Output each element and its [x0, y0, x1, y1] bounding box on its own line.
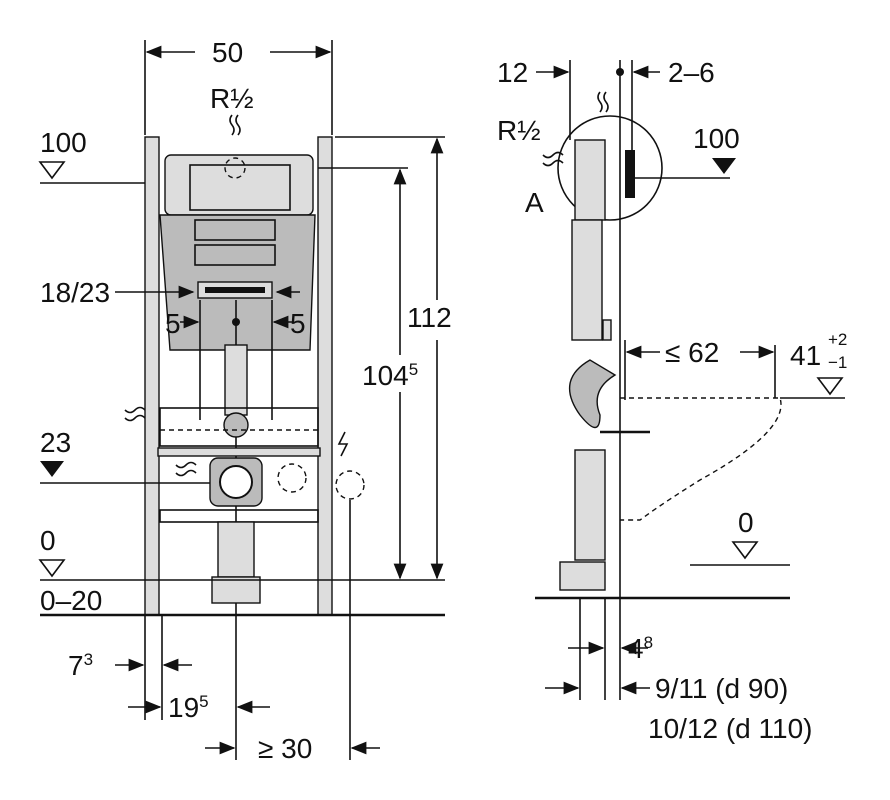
pipe-offset-label: 48	[628, 633, 653, 664]
water-supply-icon	[175, 461, 197, 477]
level-marker	[712, 158, 736, 174]
side-view: 12 2–6 R½ A 100 ≤ 62 41 +2 −1 0	[497, 57, 847, 744]
bowl-tol-minus: −1	[828, 353, 847, 372]
bowl-tol-plus: +2	[828, 330, 847, 349]
frame-post-right	[317, 136, 333, 616]
electrical-icon	[337, 431, 349, 457]
thread-label: R½	[210, 83, 254, 114]
detail-a-circle	[557, 115, 663, 221]
width-label: 50	[212, 37, 243, 68]
water-supply-icon	[229, 114, 241, 136]
wall-gap-label: 2–6	[668, 57, 715, 88]
level-marker	[731, 541, 759, 560]
bowl-depth-label: ≤ 62	[665, 337, 719, 368]
side-level-top-label: 100	[693, 123, 740, 154]
min-distance-label: ≥ 30	[258, 733, 312, 764]
offset-left-label: 5	[165, 308, 181, 339]
level-floor-label: 0	[40, 525, 56, 556]
plate-width-label: 18/23	[40, 277, 110, 308]
detail-label: A	[525, 187, 544, 218]
floor-range-label: 0–20	[40, 585, 102, 616]
toilet-bowl-outline	[620, 397, 782, 521]
depth-frame-label: 12	[497, 57, 528, 88]
level-marker	[816, 377, 844, 396]
level-top-label: 100	[40, 127, 87, 158]
offset-right-label: 5	[290, 308, 306, 339]
side-level-floor-label: 0	[738, 507, 754, 538]
water-supply-icon	[597, 91, 609, 113]
front-view: 50 R½ 18/23 5 5	[38, 37, 452, 764]
frame-post-left	[144, 136, 160, 616]
foot-offset-label: 73	[68, 650, 93, 681]
level-marker	[38, 559, 66, 578]
depth-d110-label: 10/12 (d 110)	[648, 713, 813, 744]
depth-d90-label: 9/11 (d 90)	[655, 673, 788, 704]
axis-offset-label: 195	[168, 692, 209, 723]
height-frame-label: 1045	[362, 360, 418, 391]
level-drain-label: 23	[40, 427, 71, 458]
water-supply-icon	[124, 406, 146, 422]
level-marker	[40, 461, 64, 477]
level-marker	[38, 161, 66, 180]
side-thread-label: R½	[497, 115, 541, 146]
height-total-label: 112	[407, 302, 452, 333]
bowl-height-label: 41	[790, 340, 821, 371]
